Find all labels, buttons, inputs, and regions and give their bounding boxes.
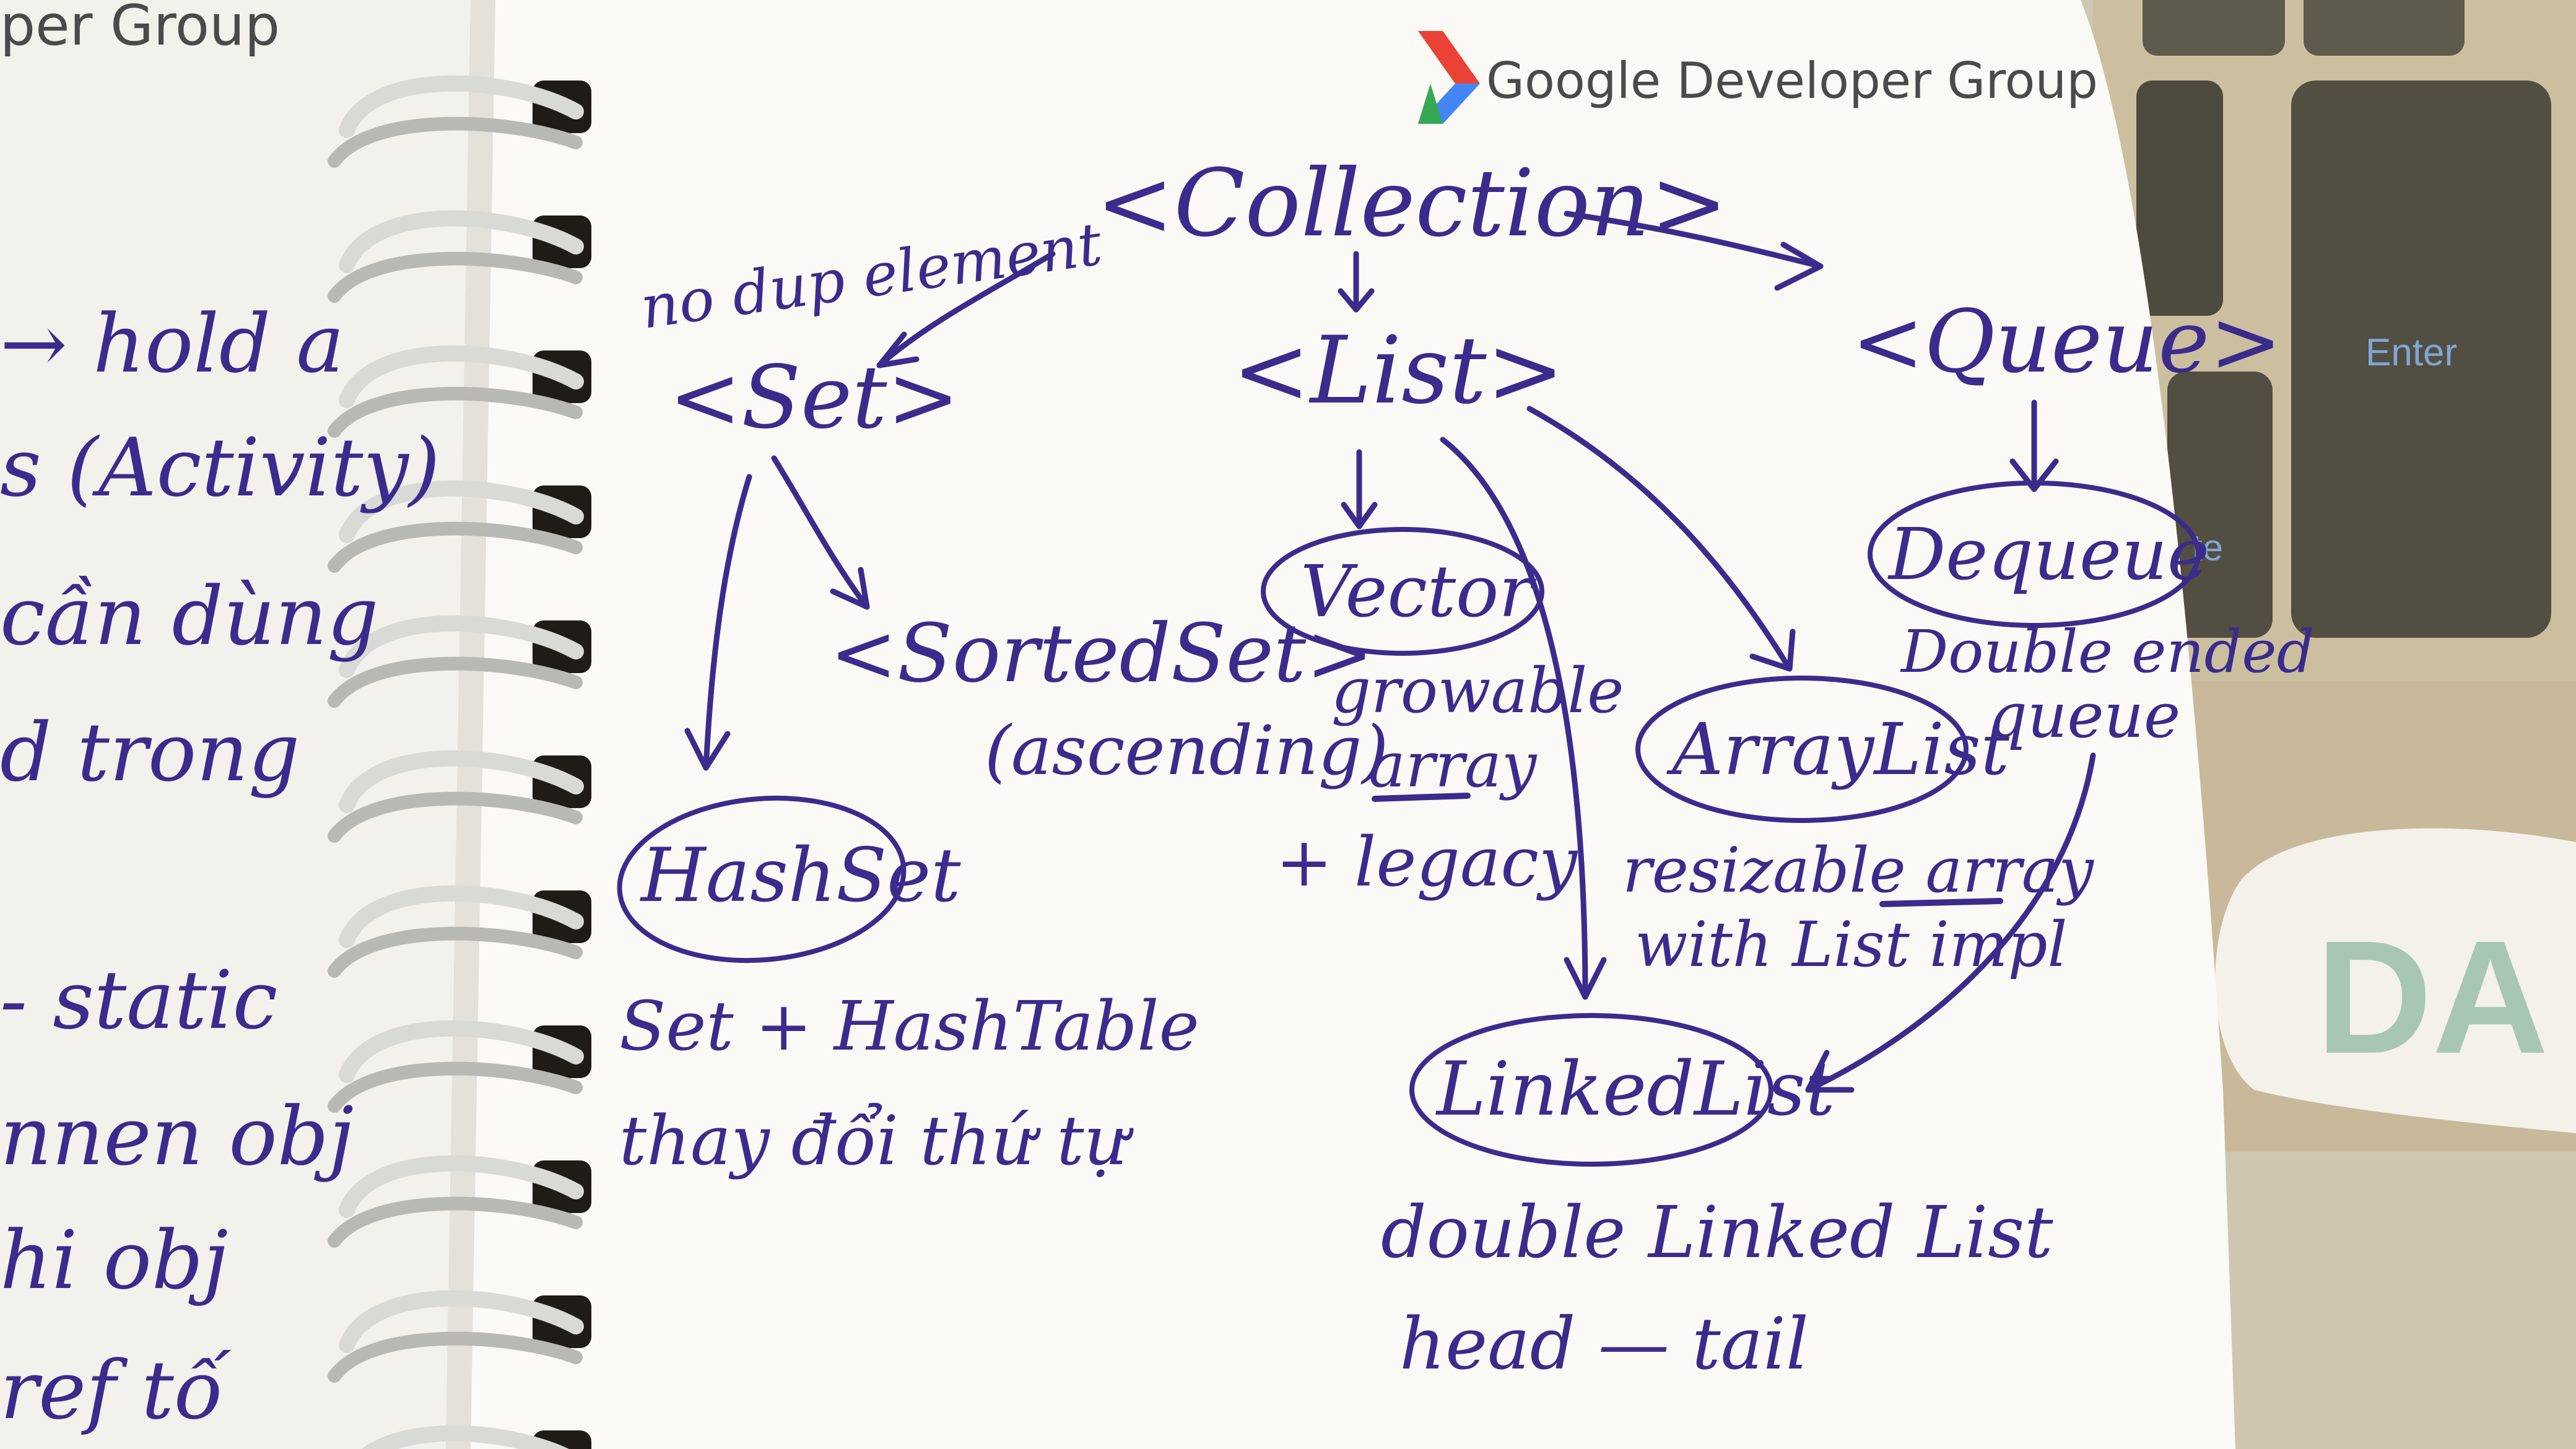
arrow-list-to-linkedlist (1440, 437, 1588, 1000)
arrow-collection-to-set (876, 251, 1056, 368)
arrow-set-to-sortedset (771, 455, 870, 610)
binding-ring (339, 750, 584, 813)
note-linkedlist-2: head — tail (1399, 1303, 1809, 1386)
left-note-4: d trong (0, 705, 300, 799)
diagram-arrows (684, 211, 2096, 1093)
note-dequeue-2: queue (1988, 679, 2180, 752)
note-linkedlist-1: double Linked List (1381, 1191, 2053, 1274)
spiral-binding (328, 75, 591, 1449)
binding-ring (328, 116, 583, 168)
left-note-6: nnen obj (0, 1089, 354, 1183)
note-vector-3: + legacy (1276, 822, 1578, 902)
binding-ring (328, 926, 583, 978)
binding-ring (339, 1290, 584, 1353)
binding-ring (339, 210, 584, 273)
node-hashset: HashSet (640, 833, 961, 919)
arrow-collection-to-queue (1564, 211, 1824, 269)
binding-ring (328, 386, 583, 438)
diagram-labels: <Collection> no dup element <Set> <Sorte… (619, 150, 2314, 1386)
left-page-notes: → hold a s (Activity) cần dùng d trong -… (0, 297, 440, 1437)
arrow-dequeue-to-linkedlist (1805, 752, 2096, 1093)
node-list: <List> (1232, 317, 1564, 425)
left-note-3: cần dùng (0, 569, 378, 663)
node-linkedlist: LinkedList (1435, 1046, 1836, 1133)
node-vector: Vector (1300, 550, 1536, 633)
node-sortedset: <SortedSet> (830, 606, 1373, 700)
note-vector-2: array (1368, 729, 1538, 801)
underlines (1372, 793, 2003, 907)
enter-key-label: Enter (2365, 331, 2457, 374)
node-dequeue: Dequeue (1887, 513, 2209, 596)
gdg-logo-icon (1418, 31, 1480, 124)
left-note-5: - static (0, 953, 277, 1047)
linkedlist-ellipse (1409, 1013, 1773, 1167)
left-note-7: hi obj (0, 1213, 228, 1307)
resizable-array-underline (1879, 898, 2003, 907)
google-developer-group-header: Google Developer Group (1418, 31, 2098, 124)
key-top-left (2143, 0, 2285, 56)
binding-ring (328, 791, 583, 843)
key-mid-left (2136, 80, 2223, 316)
binding-ring (328, 656, 583, 708)
node-arraylist: ArrayList (1666, 708, 2010, 791)
binding-ring (328, 1331, 583, 1383)
binding-ring (328, 1196, 583, 1248)
node-set: <Set> (669, 347, 960, 448)
hashset-ellipse (617, 795, 907, 964)
binding-ring (339, 615, 584, 678)
note-ascending: (ascending) (985, 711, 1388, 790)
note-dequeue-1: Double ended (1900, 618, 2314, 686)
node-collection: <Collection> (1096, 150, 1728, 258)
arrow-list-to-arraylist (1526, 406, 1793, 672)
binding-ring (339, 75, 584, 138)
left-page-header: per Group (0, 0, 280, 58)
note-arraylist-2: with List impl (1635, 908, 2067, 981)
array-underline (1372, 793, 1471, 802)
binding-ring (339, 1020, 584, 1083)
binding-ring (362, 1425, 570, 1449)
dequeue-ellipse (1868, 481, 2201, 628)
sticker: DA (2215, 828, 2576, 1133)
binding-ring (339, 885, 584, 948)
note-vector-1: growable (1331, 655, 1624, 727)
node-queue: <Queue> (1852, 292, 2282, 393)
note-arraylist-1: resizable array (1622, 834, 2094, 907)
note-hashset-1: Set + HashTable (619, 986, 1199, 1066)
vector-ellipse (1261, 527, 1544, 656)
binding-ring (328, 251, 583, 303)
left-note-8: ref tố (0, 1343, 232, 1437)
note-hashset-2: thay đổi thứ tự (619, 1101, 1134, 1180)
arrow-set-to-hashset (703, 474, 752, 771)
diagram-ellipses (617, 481, 2201, 1167)
left-note-1: → hold a (0, 297, 344, 391)
arraylist-ellipse (1635, 676, 1969, 823)
key-top-right (2304, 0, 2465, 56)
brand-text: Google Developer Group (1486, 52, 2098, 110)
binding-ring (339, 345, 584, 408)
binding-ring (328, 521, 583, 573)
binding-ring (328, 1061, 583, 1113)
enter-key (2291, 80, 2551, 638)
left-note-2: s (Activity) (0, 420, 440, 515)
binding-ring (339, 1155, 584, 1218)
binding-ring (339, 480, 584, 543)
sticker-text: DA (2316, 908, 2549, 1087)
